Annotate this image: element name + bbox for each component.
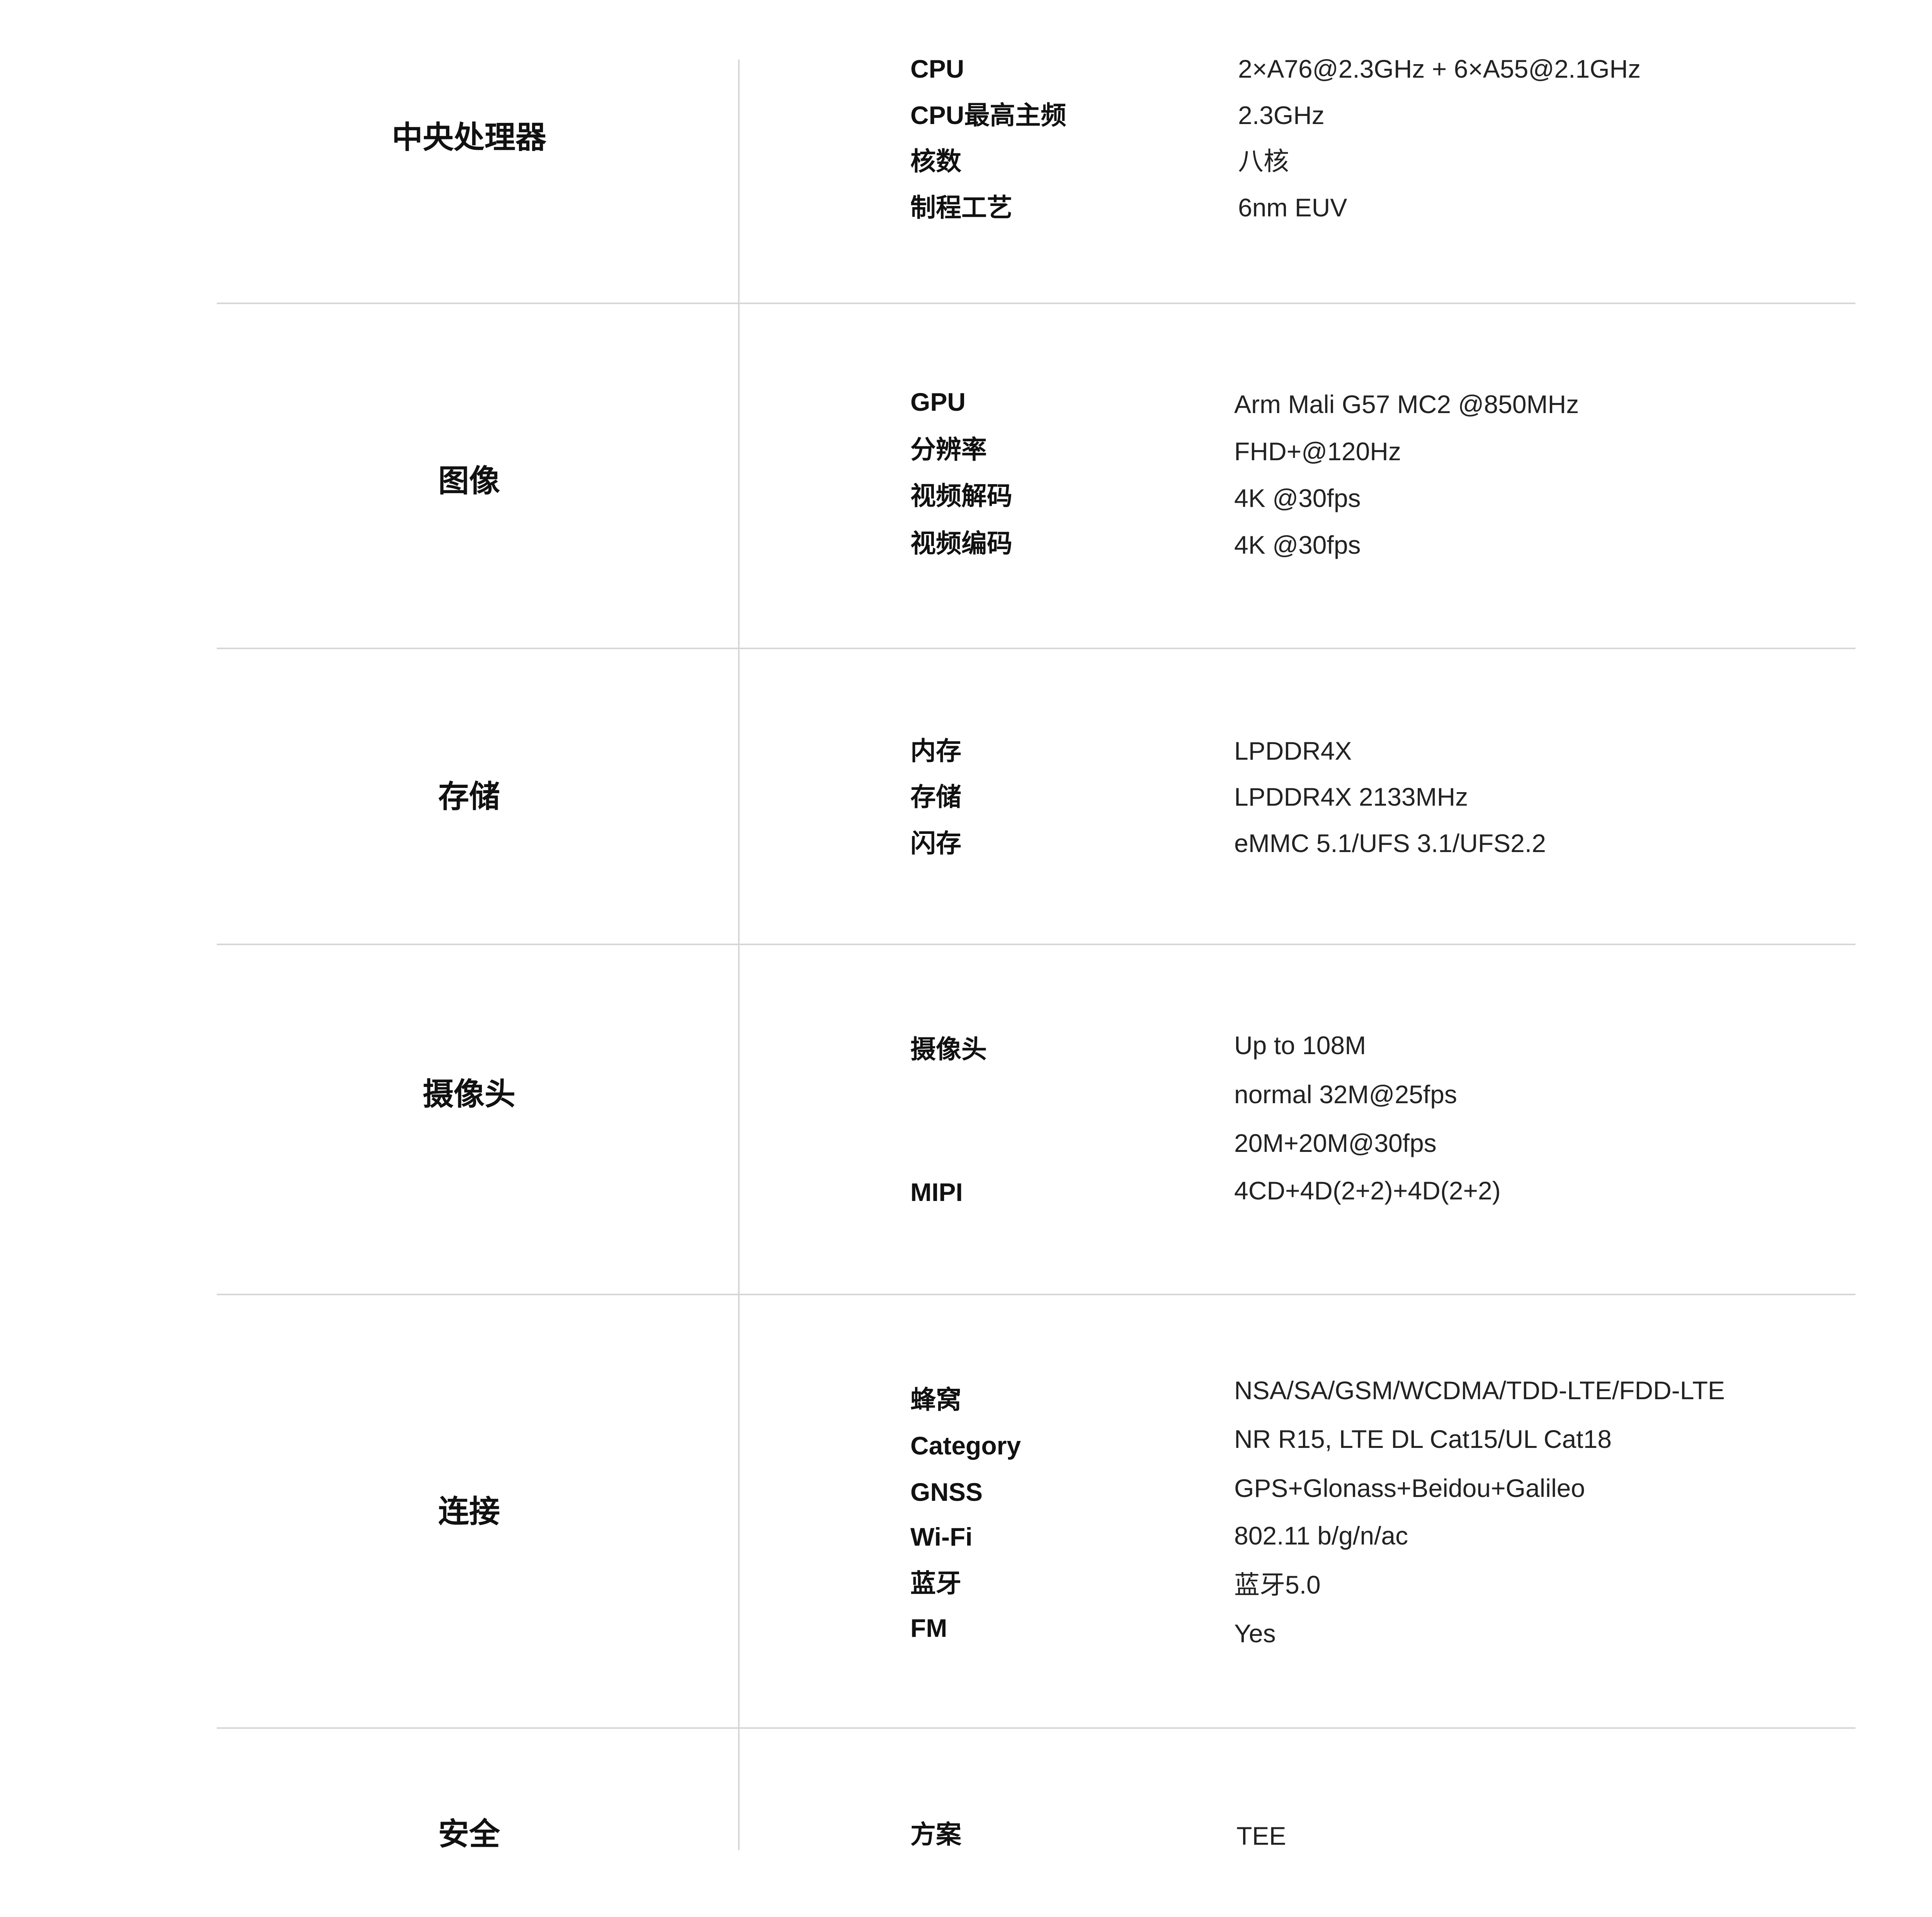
spec-label: CPU最高主频 <box>910 101 1066 129</box>
spec-value: 蓝牙5.0 <box>1234 1570 1321 1599</box>
spec-label: 分辨率 <box>910 435 987 464</box>
spec-label: 制程工艺 <box>910 193 1012 222</box>
spec-value: 4K @30fps <box>1234 531 1361 559</box>
spec-value: LPDDR4X 2133MHz <box>1234 782 1468 811</box>
row-divider <box>217 648 1855 649</box>
spec-value: 4CD+4D(2+2)+4D(2+2) <box>1234 1176 1501 1205</box>
section-title-storage: 存储 <box>438 779 500 814</box>
spec-value: GPS+Glonass+Beidou+Galileo <box>1234 1474 1585 1502</box>
spec-label: FM <box>910 1614 947 1642</box>
spec-label: GNSS <box>910 1478 983 1506</box>
spec-label: 摄像头 <box>910 1035 987 1063</box>
spec-value: Yes <box>1234 1619 1276 1648</box>
spec-label: GPU <box>910 388 966 416</box>
section-title-camera: 摄像头 <box>423 1077 515 1111</box>
spec-label: MIPI <box>910 1178 963 1206</box>
spec-label: 闪存 <box>910 829 961 857</box>
spec-label: 视频解码 <box>910 481 1012 510</box>
spec-value: LPDDR4X <box>1234 737 1352 765</box>
row-divider <box>217 303 1855 304</box>
spec-value: Arm Mali G57 MC2 @850MHz <box>1234 390 1579 418</box>
spec-label: 存储 <box>910 782 961 811</box>
spec-label: Wi-Fi <box>910 1522 973 1551</box>
spec-value: 4K @30fps <box>1234 484 1361 512</box>
spec-value: NSA/SA/GSM/WCDMA/TDD-LTE/FDD-LTE <box>1234 1376 1725 1405</box>
section-title-graphics: 图像 <box>438 464 500 498</box>
section-title-security: 安全 <box>438 1817 500 1851</box>
spec-value: Up to 108M <box>1234 1031 1366 1060</box>
row-divider <box>217 1294 1855 1295</box>
spec-label: 视频编码 <box>910 529 1012 558</box>
spec-label: CPU <box>910 54 964 83</box>
column-divider <box>738 60 740 1850</box>
spec-value: normal 32M@25fps <box>1234 1080 1457 1109</box>
spec-value: 20M+20M@30fps <box>1234 1129 1437 1157</box>
spec-value: TEE <box>1236 1822 1286 1850</box>
spec-label: 核数 <box>910 147 961 175</box>
section-title-connectivity: 连接 <box>438 1494 500 1529</box>
spec-label: Category <box>910 1431 1021 1460</box>
spec-label: 内存 <box>910 737 961 765</box>
spec-value: 2.3GHz <box>1238 101 1325 129</box>
spec-label: 蜂窝 <box>910 1385 961 1414</box>
spec-label: 方案 <box>910 1820 961 1849</box>
spec-value: eMMC 5.1/UFS 3.1/UFS2.2 <box>1234 829 1546 857</box>
spec-value: 6nm EUV <box>1238 193 1347 222</box>
row-divider <box>217 1727 1855 1729</box>
spec-value: 2×A76@2.3GHz + 6×A55@2.1GHz <box>1238 54 1641 83</box>
spec-value: FHD+@120Hz <box>1234 437 1401 466</box>
spec-value: 八核 <box>1238 147 1289 175</box>
spec-value: NR R15, LTE DL Cat15/UL Cat18 <box>1234 1425 1612 1453</box>
section-title-cpu: 中央处理器 <box>392 120 546 155</box>
spec-value: 802.11 b/g/n/ac <box>1234 1521 1408 1550</box>
row-divider <box>217 944 1855 945</box>
spec-label: 蓝牙 <box>910 1569 961 1597</box>
